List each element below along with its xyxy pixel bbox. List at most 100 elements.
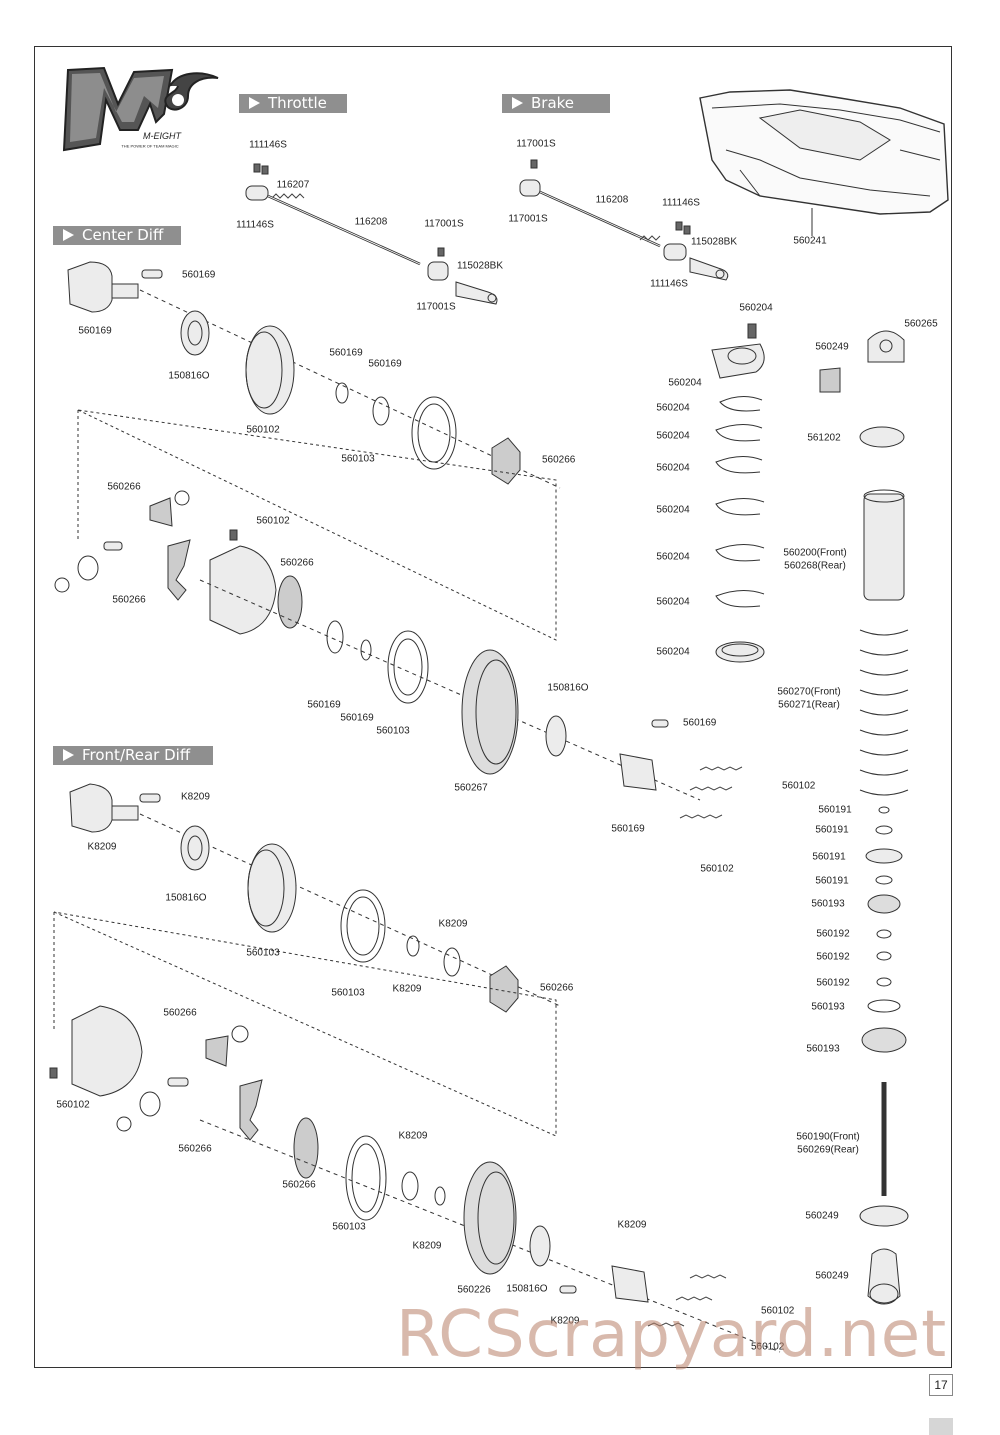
m8-logo bbox=[60, 64, 224, 154]
part-label: 111146S bbox=[650, 278, 688, 290]
part-label: 560204 bbox=[656, 596, 690, 608]
page-tab bbox=[929, 1418, 953, 1435]
part-label: 560204 bbox=[656, 430, 690, 442]
part-label: 560265 bbox=[904, 318, 938, 330]
part-label: 560269(Rear) bbox=[797, 1144, 859, 1156]
part-label: 560266 bbox=[107, 481, 141, 493]
part-label: 150816O bbox=[547, 682, 589, 694]
throttle-linkage bbox=[245, 163, 498, 305]
brake-linkage bbox=[519, 159, 729, 281]
part-label: 560191 bbox=[812, 851, 846, 863]
body-shell bbox=[699, 89, 949, 236]
part-label: 560266 bbox=[112, 594, 146, 606]
play-arrow-icon bbox=[63, 749, 74, 761]
part-label: 150816O bbox=[165, 892, 207, 904]
part-label: 560190(Front) bbox=[796, 1131, 860, 1143]
part-label: 560102 bbox=[56, 1099, 90, 1111]
part-label: 111146S bbox=[662, 197, 700, 209]
part-label: 115028BK bbox=[457, 260, 503, 272]
part-label: 117001S bbox=[508, 213, 548, 225]
part-label: 560204 bbox=[656, 646, 690, 658]
part-label: 560192 bbox=[816, 928, 850, 940]
part-label: 560241 bbox=[793, 235, 827, 247]
part-label: 560102 bbox=[256, 515, 290, 527]
part-label: 560266 bbox=[540, 982, 574, 994]
part-label: 560267 bbox=[454, 782, 488, 794]
part-label: 115028BK bbox=[691, 236, 737, 248]
part-label: 560204 bbox=[668, 377, 702, 389]
part-label: 560102 bbox=[246, 424, 280, 436]
part-label: 560204 bbox=[656, 402, 690, 414]
section-center-diff: Center Diff bbox=[53, 226, 181, 245]
part-label: 560191 bbox=[815, 824, 849, 836]
page-frame bbox=[34, 46, 952, 1368]
part-label: 560102 bbox=[700, 863, 734, 875]
part-label: 560249 bbox=[805, 1210, 839, 1222]
part-label: 117001S bbox=[424, 218, 464, 230]
part-label: 116208 bbox=[354, 216, 388, 228]
part-label: 560103 bbox=[376, 725, 410, 737]
logo-wordmark: M-EIGHT bbox=[143, 131, 181, 141]
part-label: K8209 bbox=[87, 841, 117, 853]
part-label: 560193 bbox=[811, 898, 845, 910]
part-label: 111146S bbox=[236, 219, 274, 231]
part-label: 560103 bbox=[331, 987, 365, 999]
part-label: 560266 bbox=[542, 454, 576, 466]
section-brake: Brake bbox=[502, 94, 610, 113]
part-label: 560204 bbox=[739, 302, 773, 314]
part-label: 560271(Rear) bbox=[778, 699, 840, 711]
part-label: 560204 bbox=[656, 551, 690, 563]
front-rear-diff-parts bbox=[49, 783, 781, 1353]
part-label: K8209 bbox=[550, 1315, 580, 1327]
play-arrow-icon bbox=[512, 97, 523, 109]
part-label: 560204 bbox=[656, 462, 690, 474]
part-label: 560266 bbox=[178, 1143, 212, 1155]
part-label: 560103 bbox=[341, 453, 375, 465]
part-label: 560102 bbox=[751, 1341, 785, 1353]
part-label: K8209 bbox=[617, 1219, 647, 1231]
logo-tagline: THE POWER OF TEAM MAGIC bbox=[121, 143, 179, 149]
part-label: 560200(Front) bbox=[783, 547, 847, 559]
part-label: 560266 bbox=[280, 557, 314, 569]
part-label: 560102 bbox=[761, 1305, 795, 1317]
part-label: K8209 bbox=[181, 791, 210, 803]
part-label: 560191 bbox=[815, 875, 849, 887]
part-label: 560266 bbox=[163, 1007, 197, 1019]
part-label: 560266 bbox=[282, 1179, 316, 1191]
shock-assembly bbox=[819, 330, 909, 1305]
section-front-rear-diff: Front/Rear Diff bbox=[53, 746, 213, 765]
section-throttle: Throttle bbox=[239, 94, 347, 113]
part-label: 560270(Front) bbox=[777, 686, 841, 698]
part-label: 560226 bbox=[457, 1284, 491, 1296]
shim-rings bbox=[711, 323, 765, 663]
part-label: 560169 bbox=[611, 823, 645, 835]
part-label: K8209 bbox=[412, 1240, 442, 1252]
part-label: 560191 bbox=[818, 804, 852, 816]
part-label: K8209 bbox=[398, 1130, 428, 1142]
play-arrow-icon bbox=[63, 229, 74, 241]
part-label: 560169 bbox=[78, 325, 112, 337]
part-label: 560103 bbox=[332, 1221, 366, 1233]
part-label: 116208 bbox=[595, 194, 629, 206]
part-label: 111146S bbox=[249, 139, 287, 151]
part-label: 560204 bbox=[656, 504, 690, 516]
center-diff-parts bbox=[54, 261, 743, 819]
part-label: 560169 bbox=[340, 712, 374, 724]
part-label: 560192 bbox=[816, 951, 850, 963]
part-label: 560193 bbox=[811, 1001, 845, 1013]
part-label: 560193 bbox=[806, 1043, 840, 1055]
watermark: RCScrapyard.net bbox=[396, 1298, 948, 1372]
part-label: 560192 bbox=[816, 977, 850, 989]
part-label: 150816O bbox=[168, 370, 210, 382]
part-label: 116207 bbox=[276, 179, 310, 191]
part-label: 560169 bbox=[683, 717, 717, 729]
part-label: 560169 bbox=[368, 358, 402, 370]
part-label: 561202 bbox=[807, 432, 841, 444]
part-label: K8209 bbox=[438, 918, 468, 930]
part-label: 560249 bbox=[815, 1270, 849, 1282]
play-arrow-icon bbox=[249, 97, 260, 109]
part-label: 560102 bbox=[782, 780, 816, 792]
part-label: 117001S bbox=[516, 138, 556, 150]
part-label: 560249 bbox=[815, 341, 849, 353]
